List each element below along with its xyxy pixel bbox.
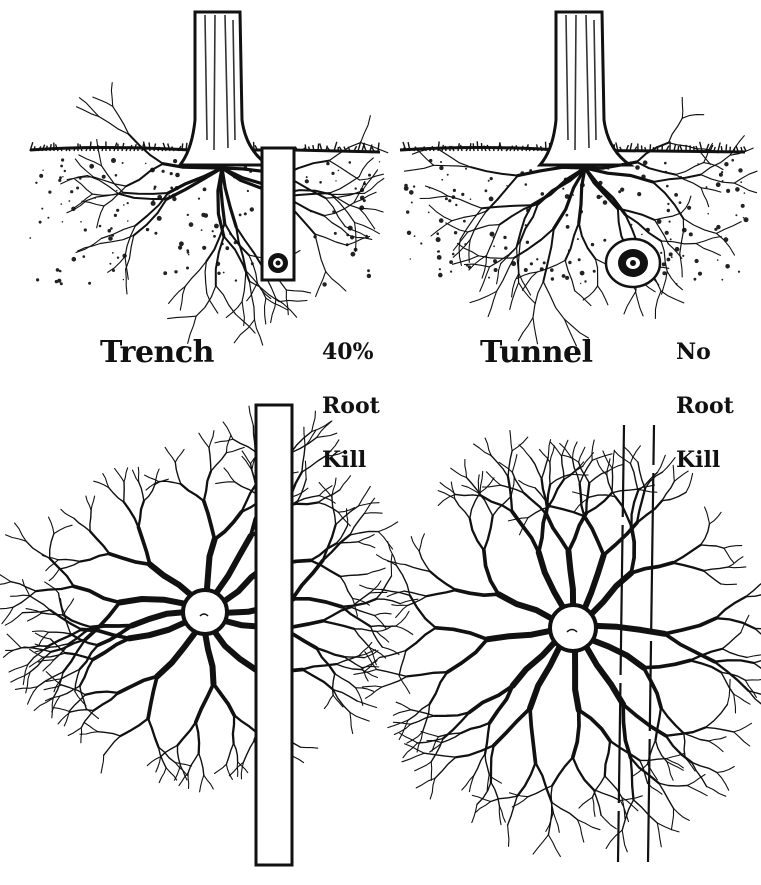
tunnel-result-line-3: Kill <box>676 447 734 474</box>
tunnel-label: Tunnel <box>480 335 593 370</box>
trench-result-line-3: Kill <box>322 447 380 474</box>
tunnel-plan-trunk <box>550 605 596 651</box>
trench-cut <box>262 148 294 280</box>
trench-result-line-1: 40% <box>322 339 380 366</box>
trench-plan-trunk <box>183 590 227 634</box>
trench-cross-section <box>29 12 387 345</box>
tunnel-bore <box>606 239 660 287</box>
tunnel-cross-section <box>400 12 757 346</box>
trench-label: Trench <box>100 335 214 370</box>
trench-root-kill-text: 40% Root Kill <box>322 312 380 501</box>
trench-plan-cut <box>256 405 292 865</box>
tunnel-soil-dots <box>404 159 749 285</box>
tunnel-result-line-2: Root <box>676 393 734 420</box>
tunnel-plan-path <box>618 425 654 862</box>
trench-tree-trunk <box>180 12 268 165</box>
tunnel-tree-trunk <box>540 12 630 165</box>
trench-result-line-2: Root <box>322 393 380 420</box>
tunnel-root-kill-text: No Root Kill <box>676 312 734 501</box>
tunnel-result-line-1: No <box>676 339 734 366</box>
